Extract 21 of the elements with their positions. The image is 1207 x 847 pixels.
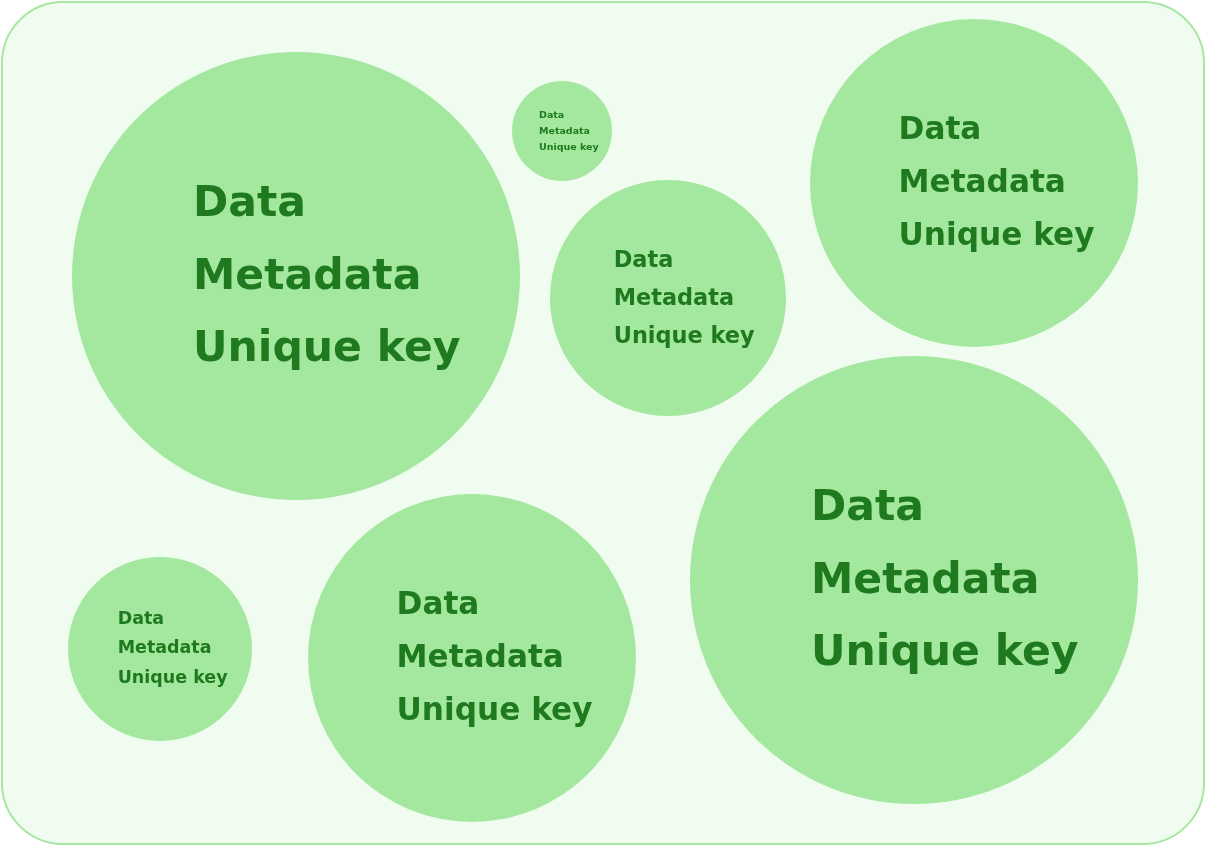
circle-label: Data [117,609,165,628]
circle-label: Unique key [810,628,1079,672]
circle-label: Metadata [613,285,735,309]
circle-label: Metadata [192,252,422,296]
circle-label: Unique key [117,669,228,687]
circle-label: Metadata [539,125,590,136]
circle-label: Data [613,247,674,271]
circle-label: Unique key [539,141,599,152]
circle-label: Data [898,113,982,145]
circle-label: Data [539,109,565,120]
circle-label: Metadata [810,556,1040,600]
circle-label: Unique key [898,218,1095,250]
circle-label: Unique key [396,693,593,725]
circle-label: Metadata [117,639,212,657]
circle-label: Metadata [396,640,564,672]
circle-label: Data [810,484,925,527]
circle-label: Data [192,180,307,223]
circle-label: Data [396,588,480,620]
circle-label: Unique key [192,324,461,368]
circle-label: Metadata [898,165,1066,197]
circle-label: Unique key [613,323,755,347]
